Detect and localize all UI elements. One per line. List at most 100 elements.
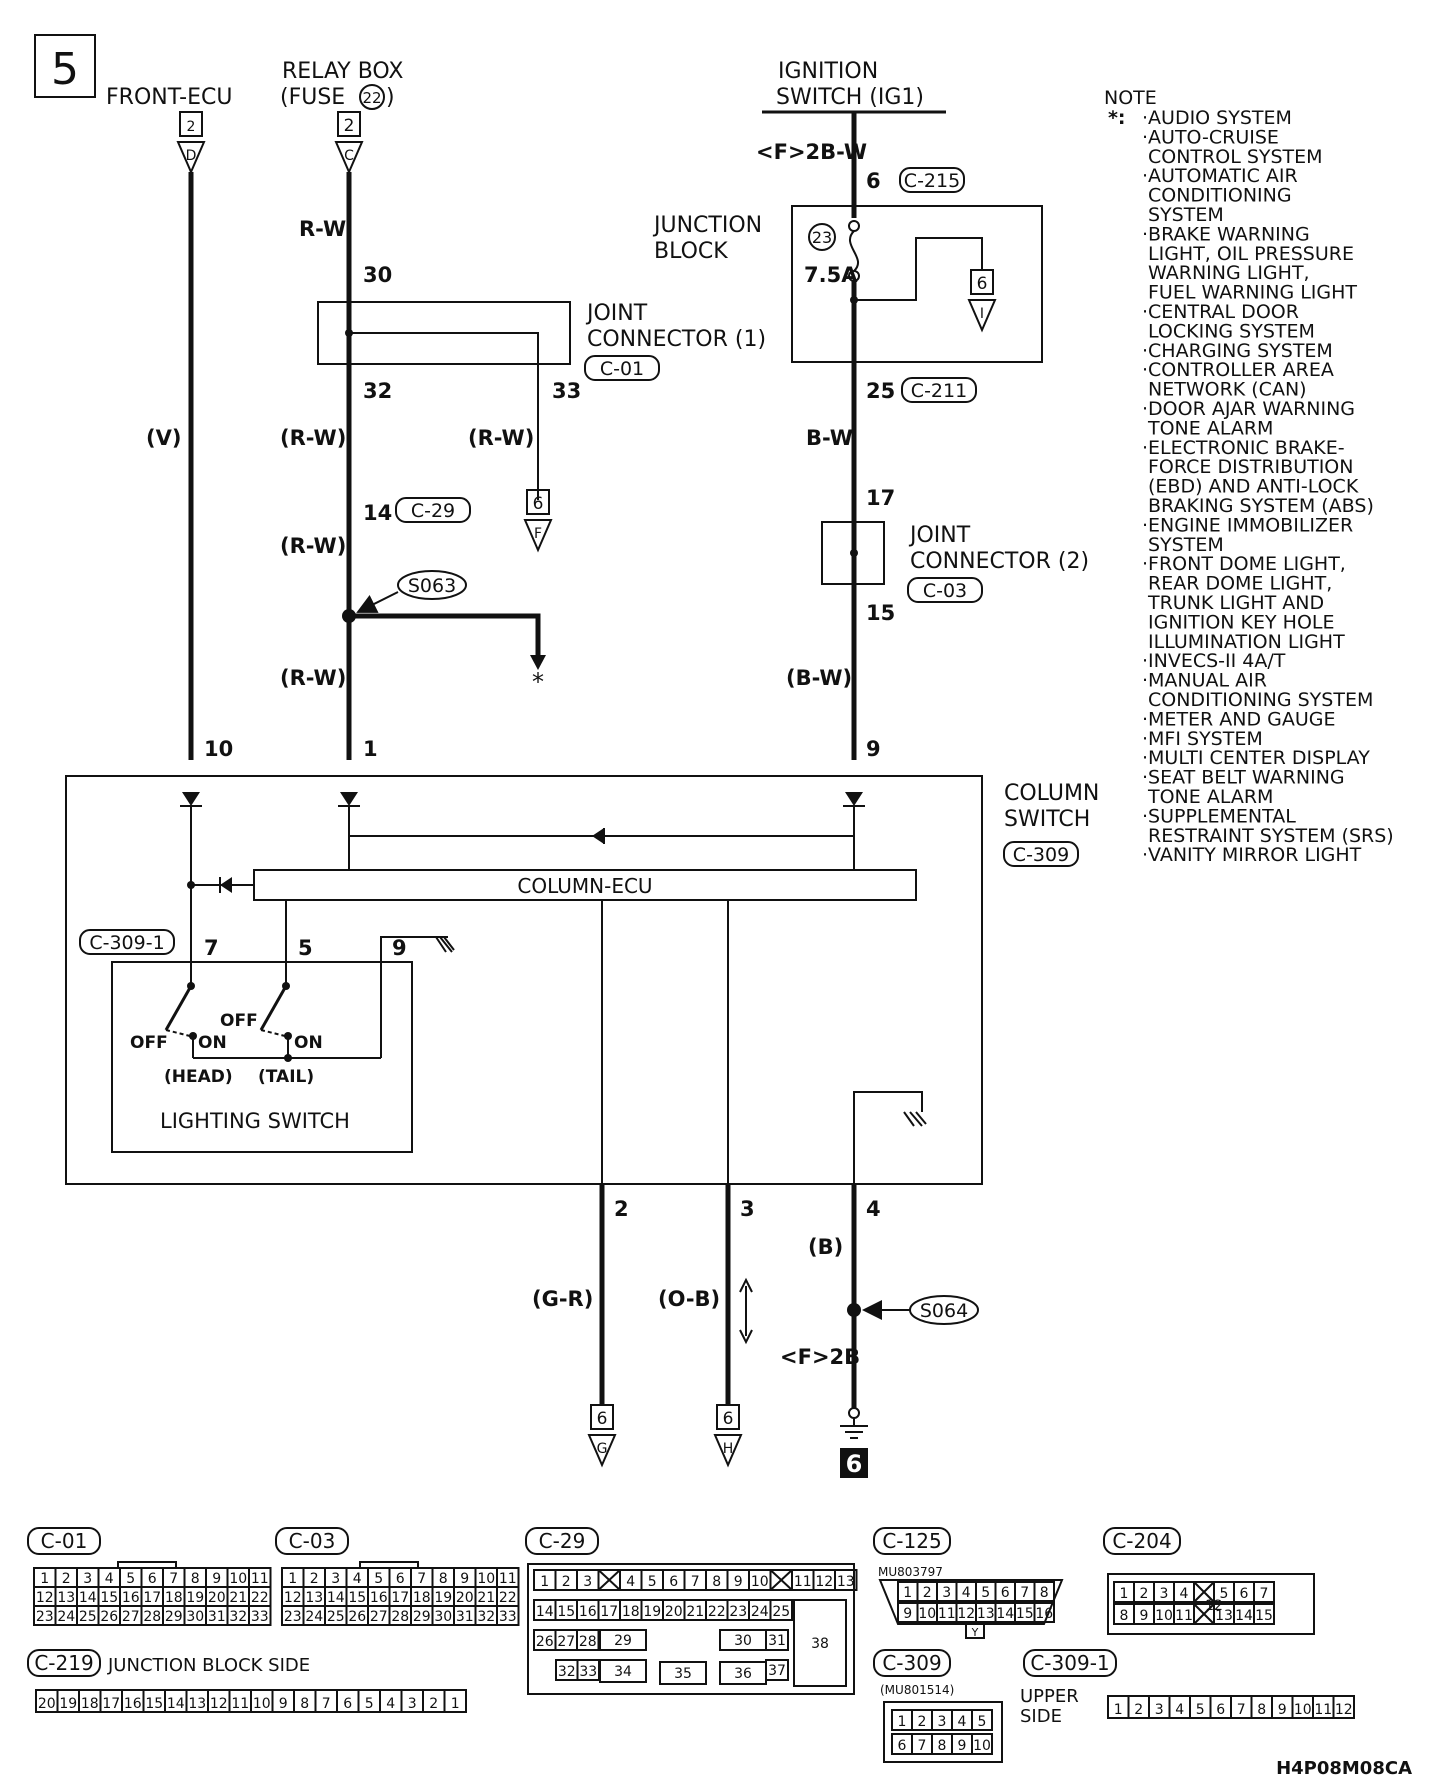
- pin-cell: 8: [300, 1696, 309, 1712]
- relay-box-fuse-number: 22: [362, 89, 381, 107]
- pin-cell: 10: [973, 1738, 991, 1754]
- pin-cell: 13: [837, 1574, 855, 1590]
- pin-cell: 21: [686, 1604, 704, 1620]
- note-line: NETWORK (CAN): [1148, 379, 1307, 401]
- pin-cell: 2: [310, 1571, 319, 1587]
- pin-cell: 35: [674, 1666, 692, 1682]
- connector-c309-1-code: C-309-1: [89, 932, 164, 954]
- pin-cell: 17: [102, 1696, 120, 1712]
- pin-cell: 4: [626, 1574, 635, 1590]
- pin-cell: 10: [1294, 1702, 1312, 1718]
- tail-off-label: OFF: [220, 1011, 258, 1031]
- pin-cell: 1: [451, 1696, 460, 1712]
- wire-rw-label-5: (R-W): [280, 666, 346, 690]
- pin-cell: 1: [1120, 1586, 1129, 1602]
- wire-rw-label: R-W: [299, 217, 346, 241]
- column-switch-code: C-309: [1013, 844, 1069, 866]
- pin-cell: 17: [143, 1590, 161, 1606]
- page-number-box: 5: [34, 34, 96, 98]
- pin-cell: 15: [1016, 1606, 1034, 1622]
- pin-cell: 1: [903, 1585, 912, 1601]
- ref-6-f-letter: F: [534, 526, 542, 542]
- pin-cell: 32: [477, 1609, 495, 1625]
- pin-cell: 14: [1235, 1608, 1253, 1624]
- ignition-label-1: IGNITION: [778, 59, 878, 84]
- pin-cell: 31: [456, 1609, 474, 1625]
- note-line: TONE ALARM: [1147, 417, 1273, 439]
- head-off-label: OFF: [130, 1033, 168, 1053]
- pin-cell: 3: [331, 1571, 340, 1587]
- pin-cell: 3: [83, 1571, 92, 1587]
- splice-s063: S063 *: [342, 570, 546, 696]
- pin-cell: 6: [343, 1696, 352, 1712]
- connector-c29-code: C-29: [411, 500, 455, 522]
- pin-cell: 6: [898, 1738, 907, 1754]
- pin-cell: 12: [815, 1574, 833, 1590]
- note-line: ·ENGINE IMMOBILIZER: [1142, 514, 1353, 536]
- pin-cell: 11: [1175, 1608, 1193, 1624]
- pin-cell: 9: [460, 1571, 469, 1587]
- pin-cell: 10: [253, 1696, 271, 1712]
- pin-7: 7: [204, 936, 219, 960]
- note-line: ·MFI SYSTEM: [1142, 728, 1263, 750]
- pin-cell: 3: [408, 1696, 417, 1712]
- pin-cell: 9: [1140, 1608, 1149, 1624]
- pin-cell: 3: [1155, 1702, 1164, 1718]
- note-line: LIGHT, OIL PRESSURE: [1148, 243, 1354, 265]
- joint-connector-1-code: C-01: [600, 358, 644, 380]
- pin-cell: 29: [165, 1609, 183, 1625]
- pin-cell: 6: [396, 1571, 405, 1587]
- note-title: NOTE: [1104, 87, 1157, 109]
- pin-10: 10: [204, 737, 233, 761]
- note-line: BRAKING SYSTEM (ABS): [1148, 495, 1374, 517]
- pin-cell: 9: [279, 1696, 288, 1712]
- pin-cell: 18: [622, 1604, 640, 1620]
- pin-cell: 18: [165, 1590, 183, 1606]
- pin-17: 17: [866, 486, 895, 510]
- note-line: (EBD) AND ANTI-LOCK: [1148, 476, 1359, 498]
- note-line: ·CHARGING SYSTEM: [1142, 340, 1333, 362]
- pin-cell: 6: [669, 1574, 678, 1590]
- pin-cell: 29: [614, 1633, 632, 1649]
- pin-cell: 5: [1196, 1702, 1205, 1718]
- pin-cell: 18: [413, 1590, 431, 1606]
- pin-1: 1: [363, 737, 378, 761]
- pin-cell: 2: [918, 1714, 927, 1730]
- column-switch: COLUMN SWITCH C-309 COLUMN-ECU C: [65, 775, 1099, 1185]
- pin-cell: 25: [79, 1609, 97, 1625]
- connector-label: C-219: [34, 1651, 93, 1675]
- connector-label: C-29: [539, 1529, 586, 1553]
- pin-cell: 8: [938, 1738, 947, 1754]
- pin-cell: 16: [122, 1590, 140, 1606]
- pin-cell: 19: [643, 1604, 661, 1620]
- note-star: *:: [1108, 107, 1126, 129]
- pin-cell: 10: [751, 1574, 769, 1590]
- pin-cell: 32: [229, 1609, 247, 1625]
- pin-cell: 9: [903, 1606, 912, 1622]
- note-line: FUEL WARNING LIGHT: [1148, 282, 1357, 304]
- connector-label: C-309: [882, 1651, 941, 1675]
- pin-cell: 7: [417, 1571, 426, 1587]
- pin-cell: 5: [648, 1574, 657, 1590]
- pin-4: 4: [866, 1197, 881, 1221]
- note-block: NOTE *: ·AUDIO SYSTEM·AUTO-CRUISECONTROL…: [1104, 87, 1394, 866]
- pin-cell: 33: [579, 1664, 597, 1680]
- relay-box-ref-letter: C: [344, 148, 354, 164]
- pin-cell: 5: [978, 1714, 987, 1730]
- pin-cell: 2: [1140, 1586, 1149, 1602]
- asterisk-mark: *: [532, 668, 544, 696]
- note-line: ·CENTRAL DOOR: [1142, 301, 1299, 323]
- wire-ob-label: (O-B): [658, 1287, 720, 1311]
- c125-part: MU803797: [878, 1565, 943, 1579]
- pin-cell: 24: [751, 1604, 769, 1620]
- note-line: ·SEAT BELT WARNING: [1142, 767, 1345, 789]
- pin-cell: 15: [145, 1696, 163, 1712]
- ref-6-g-num: 6: [597, 1409, 608, 1429]
- column-ecu-label: COLUMN-ECU: [517, 874, 652, 898]
- pin-cell: 22: [251, 1590, 269, 1606]
- pin-cell: 4: [958, 1714, 967, 1730]
- pin-cell: 25: [772, 1604, 790, 1620]
- pin-cell: 1: [40, 1571, 49, 1587]
